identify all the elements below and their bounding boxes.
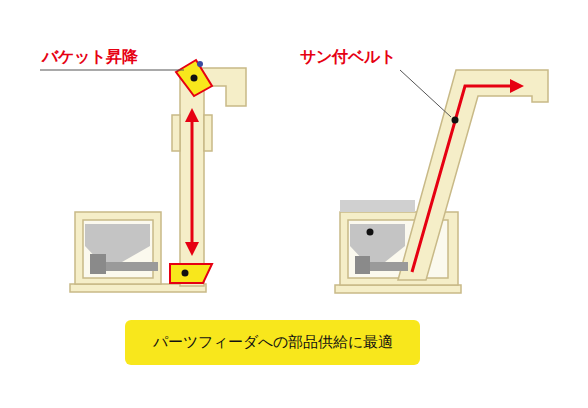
- motion-arrow: [191, 120, 194, 244]
- vibrator: [355, 256, 370, 274]
- leader-line: [40, 70, 184, 71]
- banner-box: パーツフィーダへの部品供給に最適: [125, 320, 420, 365]
- column-bracket: [172, 115, 180, 151]
- feeder-base: [106, 262, 158, 271]
- part-dot: [182, 270, 189, 277]
- column-bracket: [204, 115, 212, 151]
- part-label: バケット昇降: [42, 47, 138, 66]
- feeder-base: [370, 262, 408, 271]
- banner-text: パーツフィーダへの部品供給に最適: [153, 333, 393, 352]
- arrow-head: [185, 108, 199, 122]
- part-dot: [367, 229, 374, 236]
- hopper-housing: [75, 212, 161, 284]
- bucket-bottom: [170, 264, 212, 283]
- base-plate: [335, 285, 461, 293]
- arrow-head: [185, 242, 199, 256]
- hopper-lid: [340, 200, 415, 212]
- elevator-column: [180, 72, 204, 286]
- part-dot: [452, 117, 459, 124]
- belt-frame: [398, 70, 548, 280]
- part-label: サン付ベルト: [300, 47, 396, 66]
- part-dot: [191, 75, 198, 82]
- arrow-head: [510, 79, 524, 93]
- bucket-top: [176, 60, 212, 96]
- belt-path: [412, 86, 512, 272]
- leader-line: [400, 70, 451, 117]
- sensor-dot: [197, 61, 203, 67]
- vibrator: [90, 254, 106, 274]
